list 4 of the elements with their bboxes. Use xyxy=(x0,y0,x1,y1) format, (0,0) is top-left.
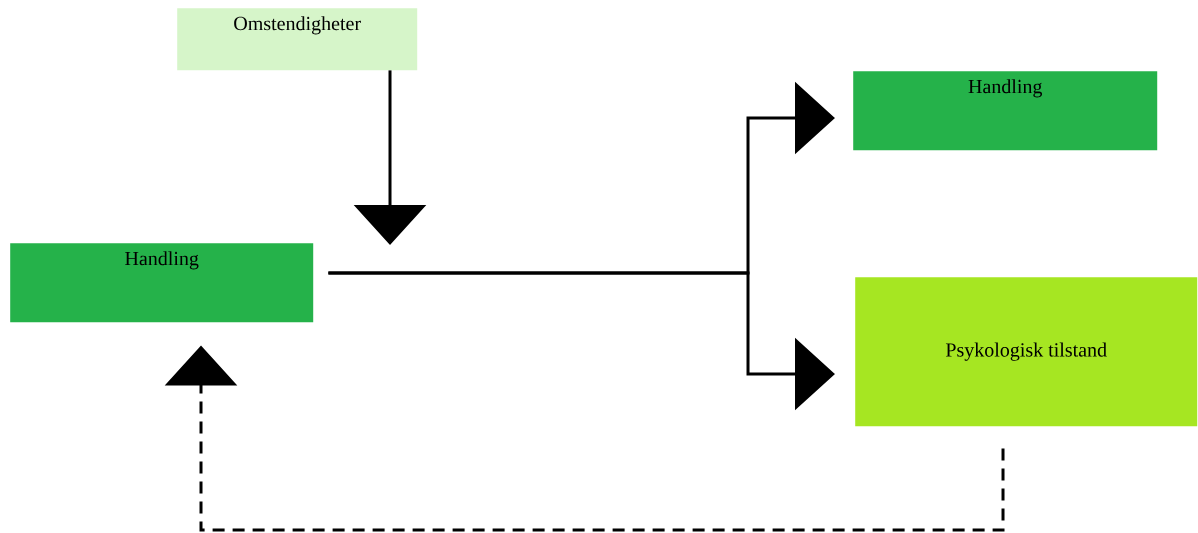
state-box: Psykologisk tilstand xyxy=(855,277,1198,427)
process-box: Handling xyxy=(853,71,1158,151)
process-box: Handling xyxy=(10,243,314,323)
condition-box: Omstendigheter xyxy=(177,8,418,71)
